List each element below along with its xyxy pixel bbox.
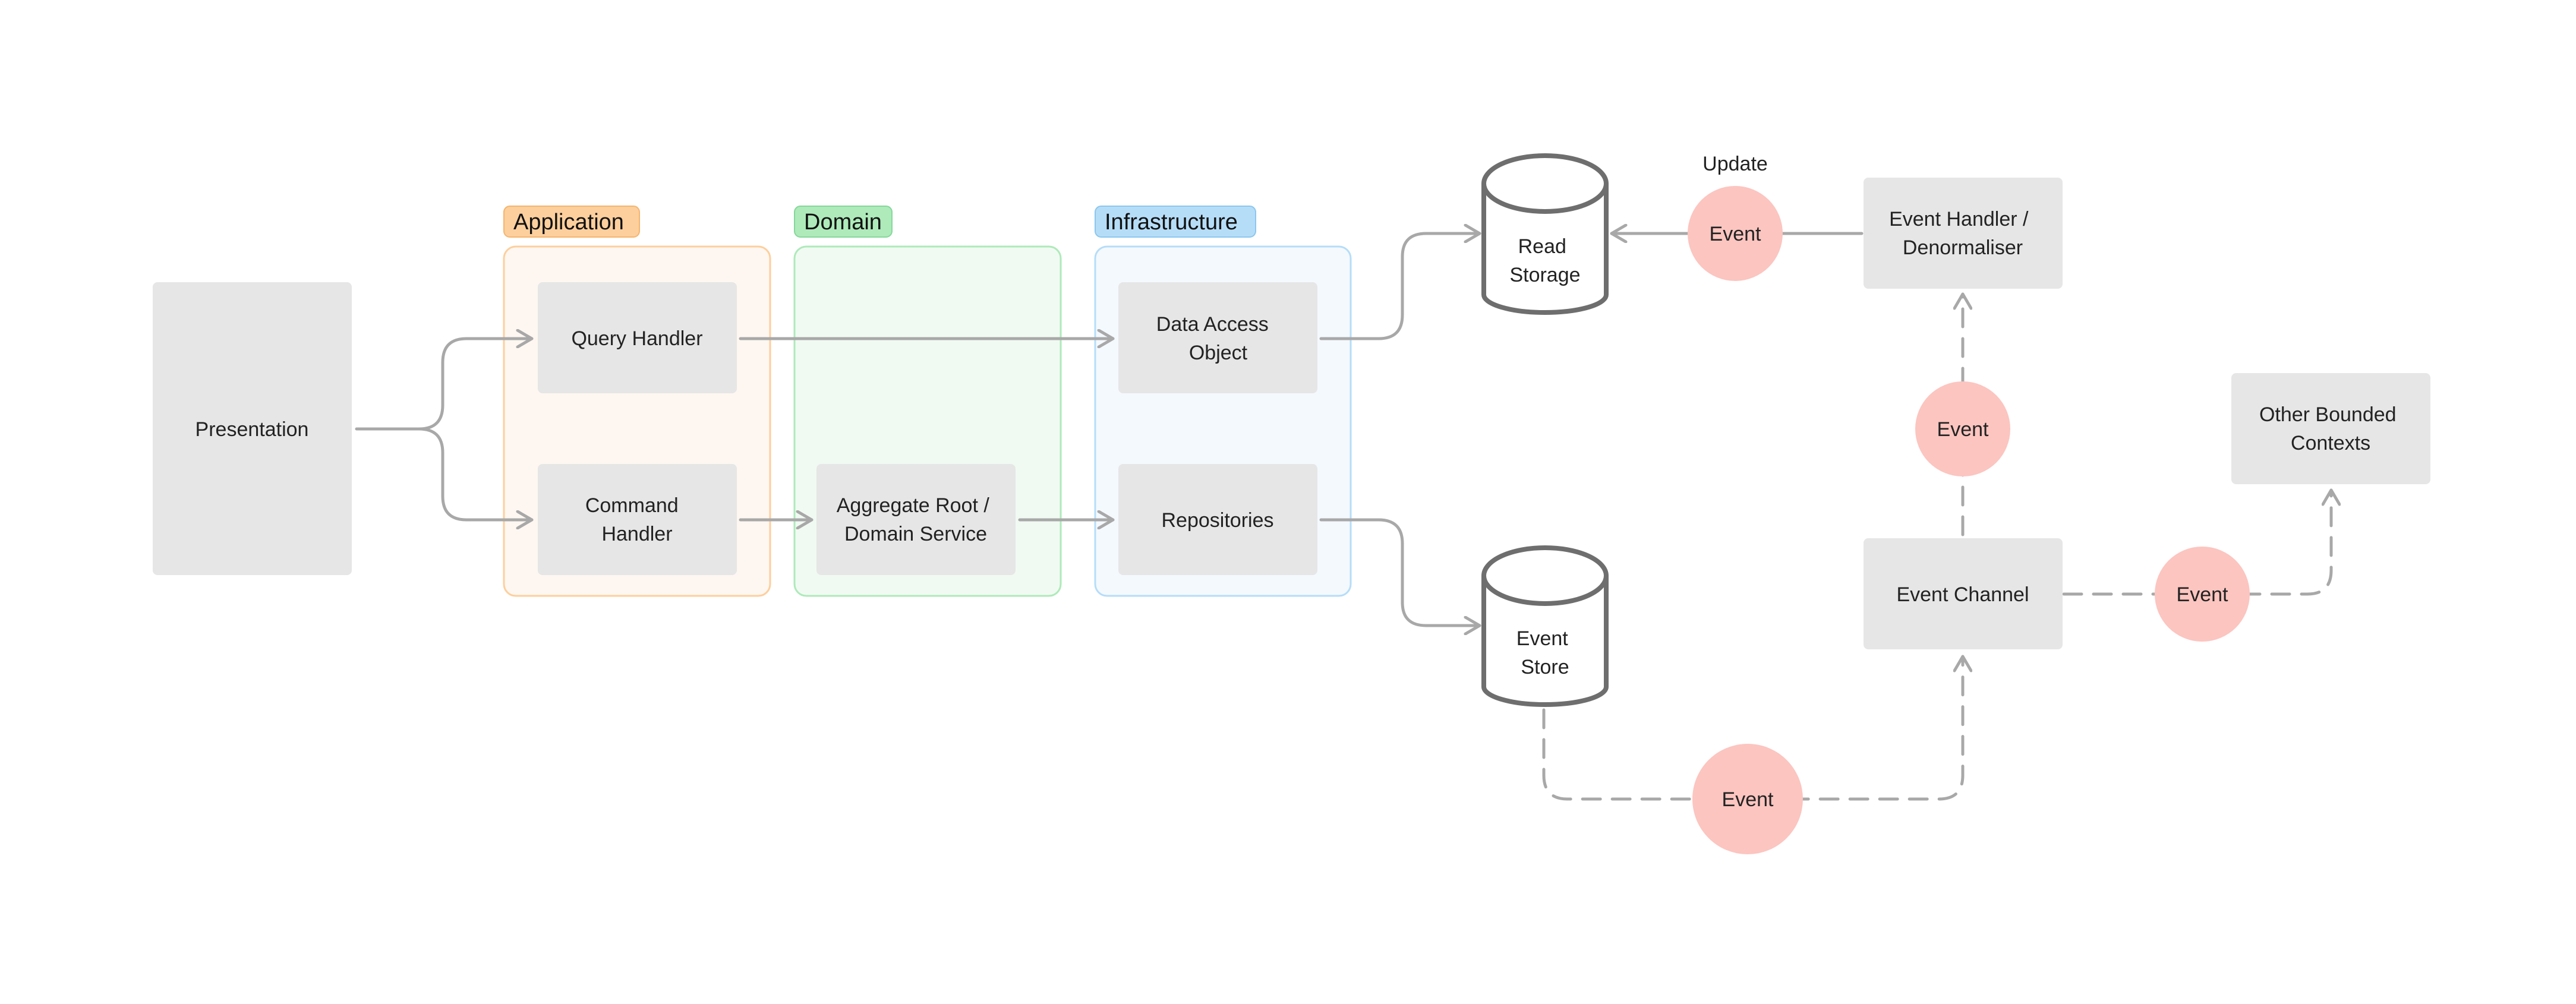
repositories-node: Repositories xyxy=(1118,464,1317,575)
presentation-label: Presentation xyxy=(196,418,309,441)
event-label: Event xyxy=(2177,583,2228,606)
data-access-object-node: Data Access Object xyxy=(1118,282,1317,393)
event-store-to-channel-arrow xyxy=(1542,655,1963,801)
dao-line-2: Object xyxy=(1189,342,1248,364)
query-handler-label: Query Handler xyxy=(571,327,702,350)
connectors xyxy=(355,233,1864,626)
data-access-object-label: Data Access Object xyxy=(1156,313,1274,364)
event-circle-store: Event xyxy=(1692,744,1803,854)
channel-to-contexts-arrow xyxy=(2062,488,2331,596)
event-store-line-1: Event xyxy=(1516,627,1568,650)
event-channel-label: Event Channel xyxy=(1896,583,2029,606)
dao-to-read-storage-arrow xyxy=(1319,233,1481,340)
update-label: Update xyxy=(1702,153,1768,175)
event-store-node: Event Store xyxy=(1481,545,1609,707)
event-handler-line-1: Event Handler / xyxy=(1889,208,2029,231)
aggregate-root-node: Aggregate Root / Domain Service xyxy=(816,464,1016,575)
read-storage-line-1: Read xyxy=(1518,235,1566,258)
aggregate-root-line-2: Domain Service xyxy=(844,523,987,545)
event-label: Event xyxy=(1937,418,1989,441)
query-handler-node: Query Handler xyxy=(538,282,737,393)
command-handler-line-1: Command xyxy=(585,494,679,517)
aggregate-root-line-1: Aggregate Root / xyxy=(837,494,990,517)
event-circle-update: Event xyxy=(1688,186,1783,281)
application-label: Application xyxy=(513,210,624,235)
other-contexts-label: Other Bounded Contexts xyxy=(2259,403,2402,454)
event-label: Event xyxy=(1722,788,1774,811)
event-handler-label: Event Handler / Denormaliser xyxy=(1889,208,2034,259)
other-contexts-node: Other Bounded Contexts xyxy=(2231,373,2430,484)
read-storage-line-2: Storage xyxy=(1509,264,1580,286)
event-store-label: Event Store xyxy=(1516,627,1574,678)
read-storage-node: Read Storage xyxy=(1481,153,1609,315)
aggregate-root-label: Aggregate Root / Domain Service xyxy=(837,494,995,545)
event-label: Event xyxy=(1710,223,1761,245)
event-handler-node: Event Handler / Denormaliser xyxy=(1864,178,2063,289)
command-handler-label: Command Handler xyxy=(585,494,684,545)
presentation-node: Presentation xyxy=(153,282,352,575)
event-channel-node: Event Channel xyxy=(1864,538,2063,649)
infrastructure-label: Infrastructure xyxy=(1105,210,1238,235)
other-contexts-line-2: Contexts xyxy=(2291,432,2370,454)
event-store-line-2: Store xyxy=(1521,656,1569,678)
command-handler-line-2: Handler xyxy=(601,523,672,545)
event-circle-contexts: Event xyxy=(2155,547,2250,642)
other-contexts-line-1: Other Bounded xyxy=(2259,403,2397,426)
event-handler-line-2: Denormaliser xyxy=(1903,236,2023,259)
presentation-to-command-arrow xyxy=(417,427,534,520)
repositories-label: Repositories xyxy=(1162,509,1274,532)
dao-line-1: Data Access xyxy=(1156,313,1269,336)
read-storage-label: Read Storage xyxy=(1509,235,1580,286)
event-circle-channel-handler: Event xyxy=(1915,381,2010,476)
command-handler-node: Command Handler xyxy=(538,464,737,575)
repositories-to-event-store-arrow xyxy=(1319,518,1481,626)
presentation-to-query-arrow xyxy=(355,339,534,431)
domain-label: Domain xyxy=(804,210,882,235)
